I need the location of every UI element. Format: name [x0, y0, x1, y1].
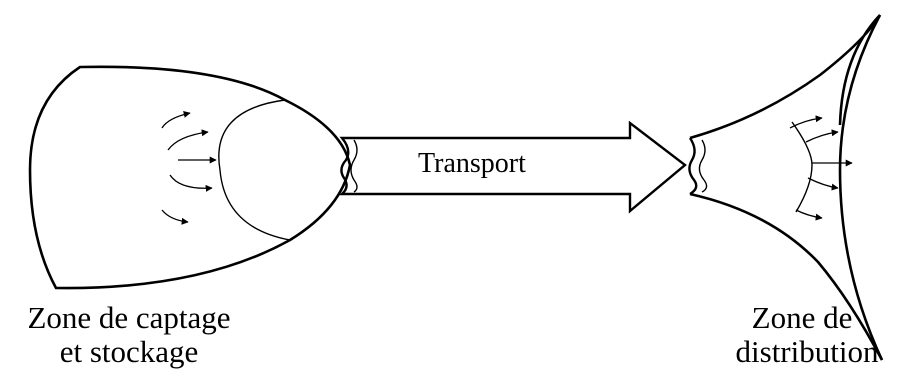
transport-arrow — [338, 120, 687, 214]
capture-zone-shape — [28, 65, 352, 290]
inflow-arrows — [161, 110, 217, 225]
distribution-zone-label-line1: Zone de — [751, 300, 853, 335]
capture-zone-label-line1: Zone de captage — [27, 300, 231, 335]
transport-arrow-cut-inner — [350, 139, 358, 193]
distribution-zone-label-line2: distribution — [735, 334, 879, 369]
outflow-arrows — [789, 115, 853, 221]
transport-label: Transport — [418, 148, 526, 179]
capture-zone-label-line2: et stockage — [59, 334, 199, 369]
distribution-zone-shape — [688, 14, 884, 361]
